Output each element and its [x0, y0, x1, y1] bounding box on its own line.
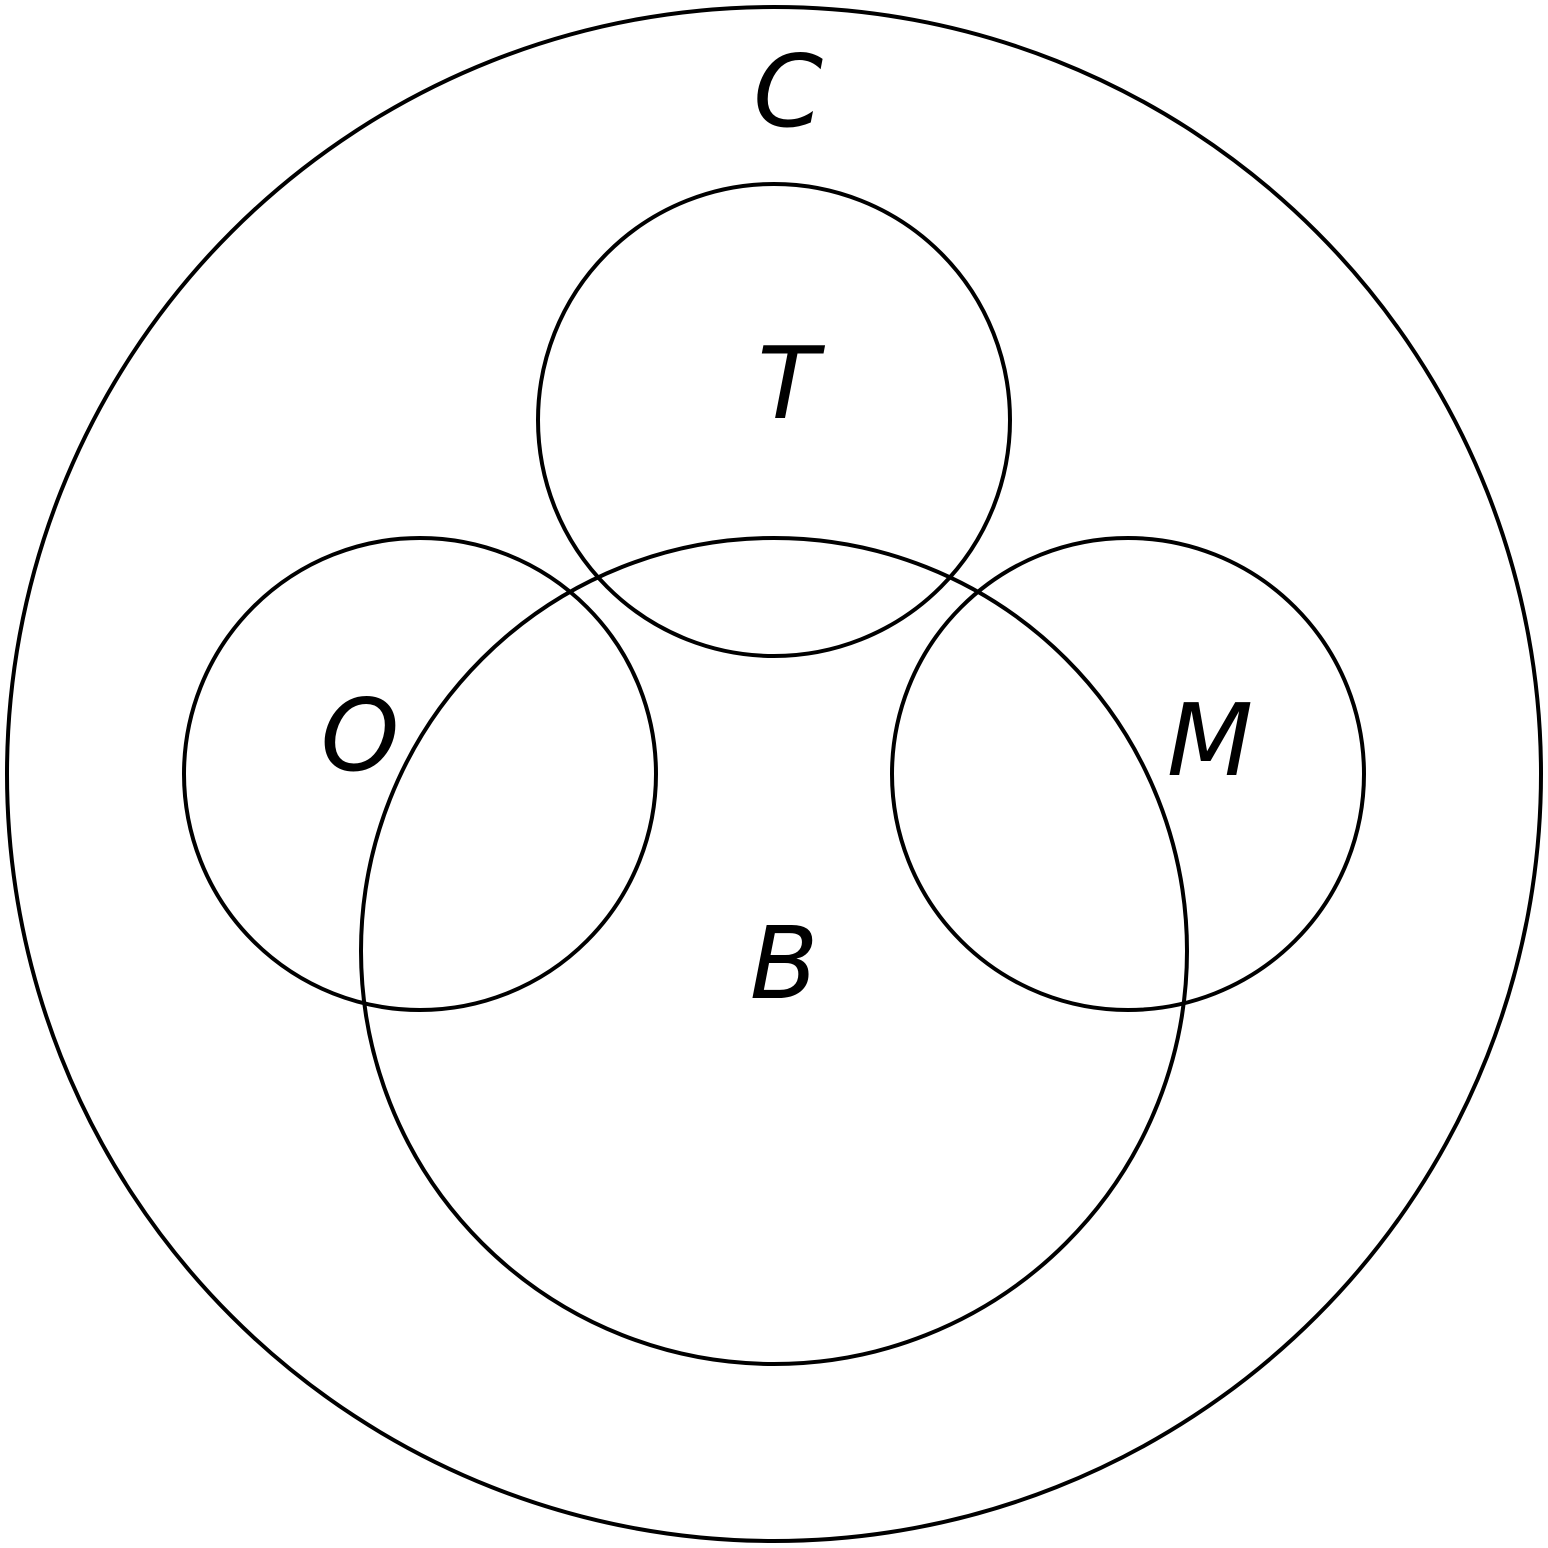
- set-label-top: T: [757, 325, 825, 442]
- set-label-right: M: [1167, 682, 1253, 799]
- set-circle-center: [359, 536, 1189, 1366]
- set-label-outer: C: [753, 33, 823, 150]
- set-circle-outer: [5, 5, 1543, 1543]
- set-circle-left: [182, 536, 658, 1012]
- set-label-center: B: [750, 905, 819, 1022]
- set-label-left: O: [321, 677, 400, 794]
- set-circle-right: [890, 536, 1366, 1012]
- set-circle-top: [536, 182, 1012, 658]
